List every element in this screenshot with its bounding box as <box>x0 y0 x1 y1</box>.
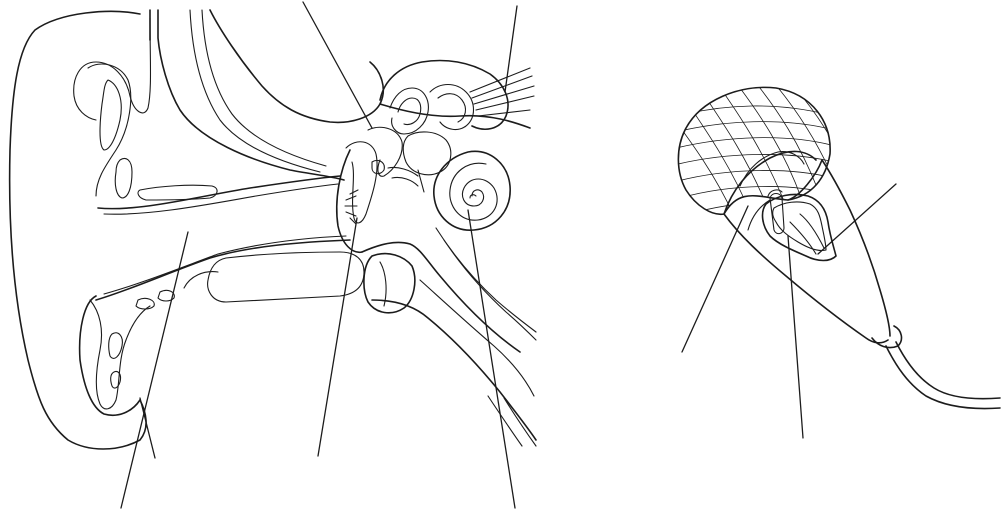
helix-fold <box>74 18 151 120</box>
mic-grille-mesh <box>660 78 856 230</box>
ear-canal-lower <box>96 240 350 300</box>
concha-upper <box>100 80 121 150</box>
mic-cable-2 <box>896 342 1000 399</box>
ossicle-malleus <box>346 142 377 223</box>
cochlea-spiral <box>450 163 497 220</box>
pinna-outline <box>10 11 146 449</box>
leader-line-ear-top-2 <box>505 6 517 92</box>
mic-wire-internal <box>790 214 824 254</box>
condyle-crease <box>380 262 386 306</box>
auditory-nerve-4 <box>476 96 534 110</box>
leader-line-ear-bottom-1 <box>121 232 188 508</box>
skull-wall-outer <box>150 10 344 180</box>
concha-cavity <box>115 159 132 199</box>
vestibule <box>403 132 451 175</box>
ossicle-stapes <box>388 167 424 192</box>
cochlea-center <box>470 195 476 198</box>
semicircular-canal-2 <box>430 85 474 130</box>
mic-body-upper <box>788 160 890 336</box>
skull-wall-inner <box>190 10 320 172</box>
leader-line-mic-1 <box>682 206 748 352</box>
antihelix <box>88 64 131 196</box>
cochlea-outer <box>434 151 510 230</box>
ear-diagram <box>10 2 536 508</box>
lobe-hole-1 <box>109 333 123 359</box>
ear-canal-upper <box>98 176 340 209</box>
inner-bone-line <box>436 228 536 332</box>
temporal-bone <box>210 10 383 122</box>
lobe-cartilage <box>90 300 150 409</box>
inner-bone-line-3 <box>504 398 536 446</box>
cartilage-block <box>208 252 364 302</box>
leader-line-ear-bottom-4 <box>140 398 155 458</box>
semicircular-canal-2-inner <box>438 94 465 122</box>
leader-line-ear-bottom-2 <box>318 218 357 456</box>
eardrum-rays <box>345 190 358 224</box>
inner-bone-line-4 <box>488 396 522 446</box>
cartilage-line <box>184 272 218 288</box>
leader-line-mic-3 <box>818 184 896 254</box>
leader-line-ear-top-1 <box>303 2 372 128</box>
microphone-diagram <box>660 78 1000 438</box>
inner-bone-line-2 <box>444 240 536 340</box>
leader-line-mic-2 <box>788 236 803 438</box>
ear-canal-upper-inner <box>104 184 338 214</box>
tympanic-membrane <box>337 150 362 252</box>
lobe-hole-3 <box>136 298 154 309</box>
mic-body-lower <box>724 214 888 343</box>
ossicle-incus <box>368 127 402 176</box>
eustachian-tube-lower <box>372 300 536 440</box>
mic-diaphragm-back <box>748 200 770 230</box>
eustachian-tube-inner <box>420 280 534 396</box>
mandible-condyle <box>364 254 415 313</box>
auditory-nerve-5 <box>478 110 530 116</box>
antihelix-lower <box>138 185 217 200</box>
